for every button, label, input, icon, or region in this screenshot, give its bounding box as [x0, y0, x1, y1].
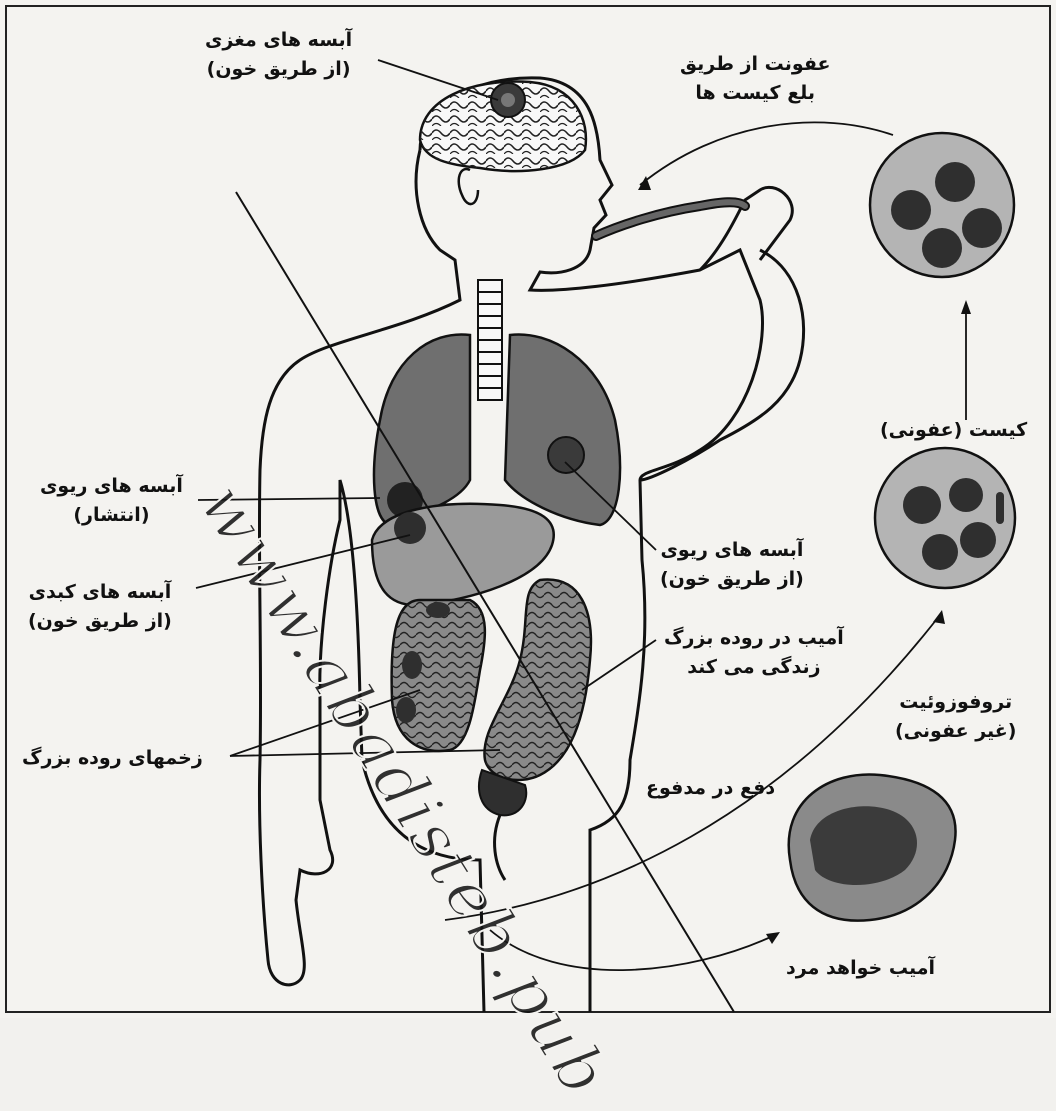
label-excreted: دفع در مدفوع: [646, 774, 775, 803]
cyst-infective-top: [870, 133, 1014, 277]
label-lung-abscess-spread: آبسه های ریوی (انتشار): [40, 472, 183, 530]
label-lung-abscess-spread-line2: (انتشار): [40, 501, 183, 530]
label-infection-route: عفونت از طریق بلع کیست ها: [680, 50, 830, 108]
right-lung: [505, 334, 620, 525]
leader-amoeba-colon: [582, 640, 656, 690]
label-colon-ulcers: زخمهای روده بزرگ: [22, 744, 203, 773]
label-amoeba-dies: آمیب خواهد مرد: [786, 954, 935, 983]
brain: [420, 82, 586, 171]
label-brain-abscess: آبسه های مغزی (از طریق خون): [205, 26, 352, 84]
label-liver-abscess-line2: (از طریق خون): [28, 607, 172, 636]
label-lung-abscess-spread-line1: آبسه های ریوی: [40, 472, 183, 501]
diagram-canvas: آبسه های مغزی (از طریق خون) عفونت از طری…: [0, 0, 1056, 1018]
label-trophozoite: تروفوزوئیت (غیر عفونی): [895, 688, 1016, 746]
trachea: [478, 280, 502, 400]
label-brain-abscess-line1: آبسه های مغزی: [205, 26, 352, 55]
label-lung-abscess-blood-line2: (از طریق خون): [660, 565, 804, 594]
label-amoeba-colon-line1: آمیب در روده بزرگ: [664, 624, 844, 653]
label-cyst-infective: کیست (عفونی): [880, 416, 1027, 445]
label-lung-abscess-blood: آبسه های ریوی (از طریق خون): [660, 536, 804, 594]
cyst-immature-middle: [875, 448, 1015, 588]
label-infection-route-line2: بلع کیست ها: [680, 79, 830, 108]
label-amoeba-colon: آمیب در روده بزرگ زندگی می کند: [664, 624, 844, 682]
label-amoeba-colon-line2: زندگی می کند: [664, 653, 844, 682]
ear: [459, 169, 478, 204]
arrowhead-cyst: [961, 300, 971, 314]
label-liver-abscess-line1: آبسه های کبدی: [28, 578, 172, 607]
trophozoite-cell: [789, 774, 956, 920]
label-lung-abscess-blood-line1: آبسه های ریوی: [660, 536, 804, 565]
arrowhead-feces-cyst: [933, 610, 945, 624]
lung-abscess-blood: [548, 437, 584, 473]
label-liver-abscess: آبسه های کبدی (از طریق خون): [28, 578, 172, 636]
label-brain-abscess-line2: (از طریق خون): [205, 55, 352, 84]
label-trophozoite-line2: (غیر عفونی): [895, 717, 1016, 746]
label-infection-route-line1: عفونت از طریق: [680, 50, 830, 79]
leader-brain: [378, 60, 498, 100]
label-trophozoite-line1: تروفوزوئیت: [895, 688, 1016, 717]
liver-abscess-spot: [394, 512, 426, 544]
contaminated-food: [596, 202, 745, 236]
